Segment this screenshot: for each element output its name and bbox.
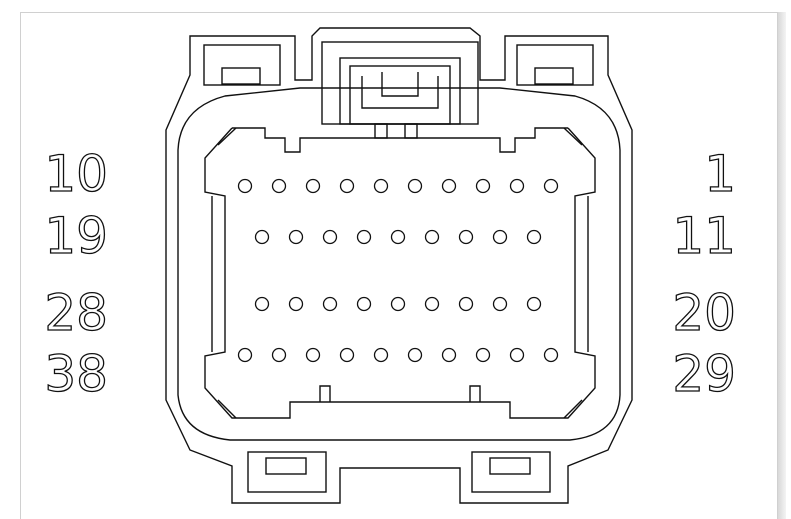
- latch-top-right-window: [534, 67, 574, 85]
- pin-label-right-row4: 29: [672, 345, 736, 403]
- pin-hole: [288, 296, 304, 312]
- lock-tab-mid: [339, 57, 461, 125]
- chamfer-br: [563, 399, 583, 419]
- pin-label-left-row4: 38: [44, 345, 108, 403]
- latch-bottom-right-window: [489, 457, 531, 475]
- pin-hole: [407, 178, 423, 194]
- chamfer-tr: [563, 127, 583, 146]
- pin-hole: [543, 178, 559, 194]
- lock-tab-pin-left: [374, 123, 388, 139]
- pin-hole: [526, 296, 542, 312]
- pin-hole: [271, 178, 287, 194]
- cavity-outline: [204, 127, 596, 419]
- pin-hole: [390, 296, 406, 312]
- pin-hole: [254, 296, 270, 312]
- housing-inner-wall: [177, 87, 621, 441]
- pin-hole: [356, 296, 372, 312]
- pin-hole: [526, 229, 542, 245]
- drawing-frame: [20, 12, 778, 519]
- pin-hole: [492, 229, 508, 245]
- pin-hole: [390, 229, 406, 245]
- pin-hole: [543, 347, 559, 363]
- latch-top-left: [203, 44, 281, 86]
- cavity-bottom-key: [319, 385, 481, 402]
- pin-label-left-row1: 10: [44, 145, 108, 203]
- pin-label-right-row1: 1: [704, 145, 736, 203]
- pin-hole: [356, 229, 372, 245]
- pin-label-right-row2: 11: [672, 207, 736, 265]
- pin-hole: [492, 296, 508, 312]
- pin-hole: [305, 347, 321, 363]
- latch-bottom-left: [247, 451, 327, 493]
- pin-hole: [373, 178, 389, 194]
- housing-outer-outline: [165, 27, 633, 504]
- pin-hole: [339, 178, 355, 194]
- pin-hole: [424, 296, 440, 312]
- pin-hole: [509, 178, 525, 194]
- pin-hole: [424, 229, 440, 245]
- pin-hole: [288, 229, 304, 245]
- chamfer-bl: [217, 399, 237, 419]
- latch-bottom-right: [471, 451, 551, 493]
- pin-hole: [237, 178, 253, 194]
- pin-hole: [373, 347, 389, 363]
- pin-hole: [475, 178, 491, 194]
- cavity-top-edge: [232, 127, 568, 153]
- pin-hole: [322, 296, 338, 312]
- latch-top-left-window: [221, 67, 261, 85]
- pin-hole: [441, 347, 457, 363]
- pin-hole: [441, 178, 457, 194]
- lock-tab-pin-right: [404, 123, 418, 139]
- pin-hole: [339, 347, 355, 363]
- latch-bottom-left-window: [265, 457, 307, 475]
- pin-hole: [237, 347, 253, 363]
- pin-hole: [509, 347, 525, 363]
- pin-hole: [322, 229, 338, 245]
- pin-label-left-row3: 28: [44, 284, 108, 342]
- lock-tab-outer: [321, 41, 479, 125]
- pin-hole: [458, 229, 474, 245]
- lock-tab-key: [361, 72, 439, 109]
- pin-hole: [254, 229, 270, 245]
- pin-label-right-row3: 20: [672, 284, 736, 342]
- latch-top-right: [516, 44, 594, 86]
- pin-hole: [458, 296, 474, 312]
- chamfer-tl: [217, 127, 237, 146]
- pin-holes: [237, 178, 559, 363]
- pin-hole: [305, 178, 321, 194]
- frame-shadow: [778, 12, 786, 519]
- pin-hole: [407, 347, 423, 363]
- pin-hole: [271, 347, 287, 363]
- pin-hole: [475, 347, 491, 363]
- pin-label-left-row2: 19: [44, 207, 108, 265]
- lock-tab-frame: [349, 65, 451, 125]
